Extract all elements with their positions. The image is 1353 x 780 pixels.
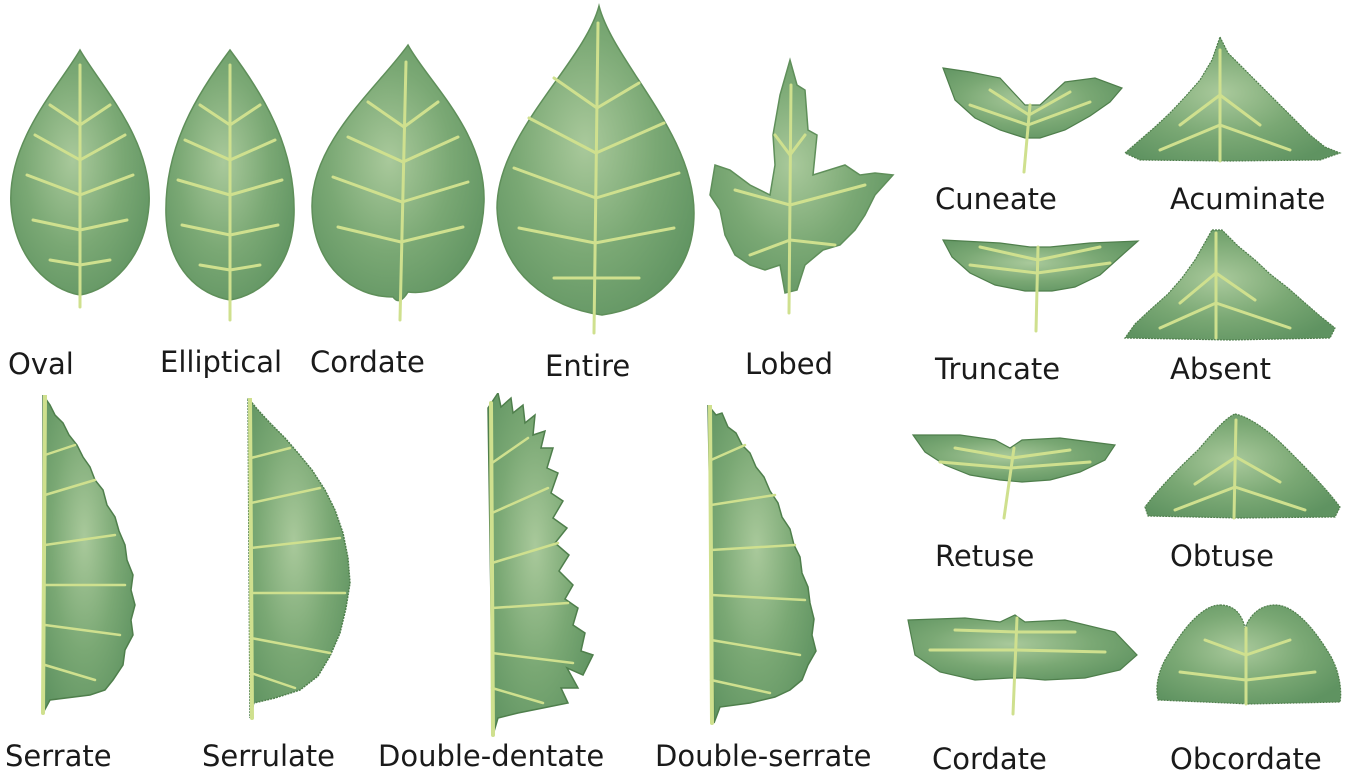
obtuse-label: Obtuse — [1170, 542, 1274, 571]
serrate-label: Serrate — [5, 742, 112, 771]
double-serrate-label: Double-serrate — [655, 742, 872, 771]
cordate-shape-label: Cordate — [310, 348, 425, 377]
truncate-label: Truncate — [935, 355, 1060, 384]
lobed-label: Lobed — [745, 350, 833, 379]
cuneate-base-illustration — [940, 60, 1125, 175]
double-dentate-leaf-illustration — [483, 393, 603, 738]
cuneate-label: Cuneate — [935, 185, 1057, 214]
oval-label: Oval — [8, 350, 74, 379]
lobed-leaf-illustration — [705, 55, 895, 315]
acuminate-label: Acuminate — [1170, 185, 1325, 214]
retuse-label: Retuse — [935, 542, 1034, 571]
entire-label: Entire — [545, 352, 630, 381]
truncate-base-illustration — [940, 235, 1140, 335]
acuminate-apex-illustration — [1120, 35, 1345, 165]
elliptical-label: Elliptical — [160, 348, 282, 377]
cordate-base-illustration — [905, 610, 1140, 720]
entire-leaf-illustration — [494, 3, 699, 335]
serrate-leaf-illustration — [35, 395, 140, 715]
cordate-leaf-illustration — [308, 42, 488, 322]
absent-apex-illustration — [1120, 228, 1340, 343]
cordate-base-label: Cordate — [932, 745, 1047, 774]
retuse-base-illustration — [910, 430, 1120, 525]
serrulate-label: Serrulate — [202, 742, 335, 771]
double-dentate-label: Double-dentate — [378, 742, 604, 771]
serrulate-leaf-illustration — [240, 398, 355, 720]
double-serrate-leaf-illustration — [700, 405, 825, 725]
obtuse-apex-illustration — [1140, 412, 1345, 522]
oval-leaf-illustration — [5, 45, 155, 310]
absent-label: Absent — [1170, 355, 1271, 384]
obcordate-apex-illustration — [1150, 600, 1345, 710]
elliptical-leaf-illustration — [160, 45, 300, 323]
obcordate-label: Obcordate — [1170, 745, 1322, 774]
